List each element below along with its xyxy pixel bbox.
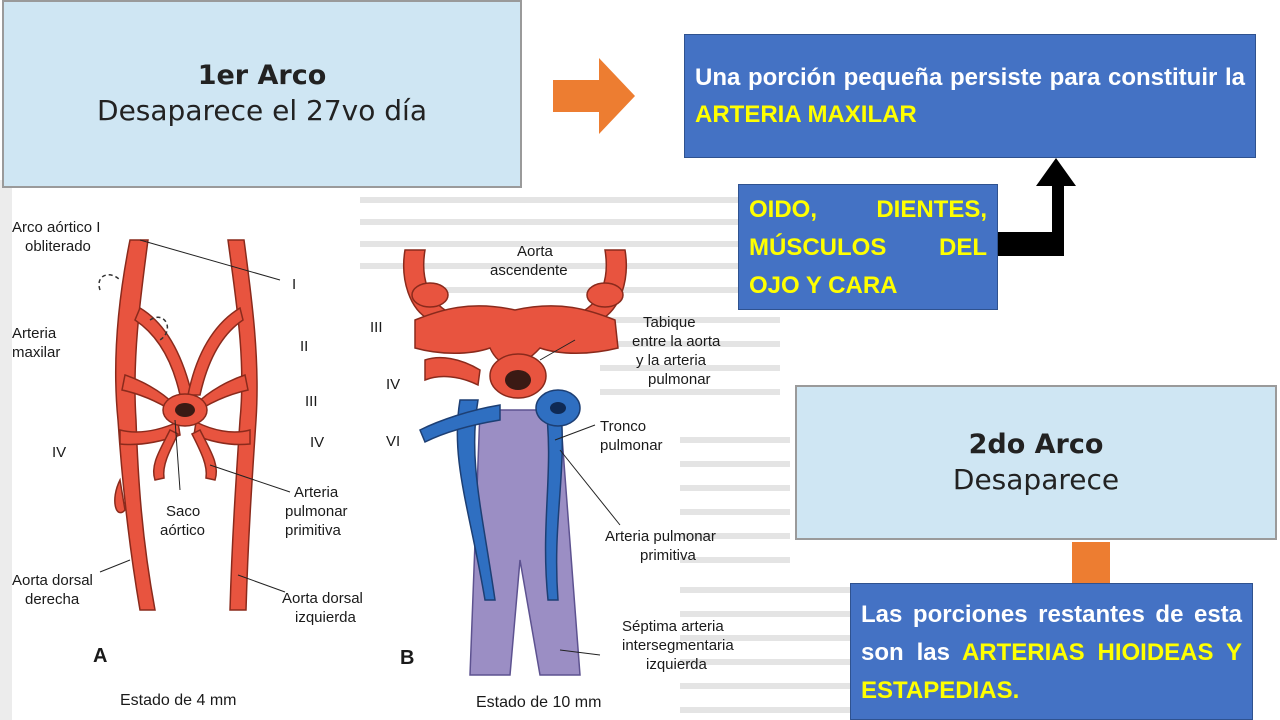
info-top-text: Una porción pequeña persiste para consti… (695, 64, 1245, 91)
right-arrow-icon (553, 58, 635, 134)
panel-a-arteries (114, 239, 258, 611)
label-obliterado: obliterado (25, 238, 91, 255)
box-primer-arco-subtitle: Desaparece el 27vo día (97, 94, 427, 127)
panel-label-a: A (93, 645, 108, 667)
orange-connector (1072, 542, 1110, 584)
label-tabique-1: Tabique (643, 314, 696, 331)
label-maxilar: maxilar (12, 344, 61, 361)
label-arco-aortico: Arco aórtico I (12, 219, 101, 236)
label-saco: Saco (166, 503, 201, 520)
info-box-oido-dientes: OIDO, DIENTES, MÚSCULOS DEL OJO Y CARA (738, 184, 998, 310)
info-bottom-text: Las porciones restantes de esta son las (861, 601, 1242, 666)
box-segundo-arco: 2do Arco Desaparece (795, 385, 1277, 540)
box-segundo-arco-subtitle: Desaparece (952, 462, 1120, 496)
panel-b-vessels (419, 389, 581, 676)
box-segundo-arco-title: 2do Arco (968, 428, 1104, 460)
label-septima-3: izquierda (646, 656, 707, 673)
label-aorta-dorsal-derecha-1: Aorta dorsal (12, 572, 93, 589)
label-tabique-4: pulmonar (648, 371, 711, 388)
label-arch-i: I (292, 276, 297, 293)
box-primer-arco-title: 1er Arco (197, 60, 327, 91)
label-arteria-pulmonar-primitiva-1: Arteria pulmonar (605, 528, 716, 545)
info-box-arteria-maxilar: Una porción pequeña persiste para consti… (684, 34, 1256, 158)
label-aorta-dorsal-izquierda-2: izquierda (295, 609, 356, 626)
label-arch-iii: III (305, 393, 318, 410)
label-ascendente: ascendente (490, 262, 568, 279)
label-arteria-pulmonar-primitiva-2: primitiva (640, 547, 696, 564)
label-aorta: Aorta (517, 243, 553, 260)
label-aorta-dorsal-derecha-2: derecha (25, 591, 80, 608)
info-bottom-highlight: ARTERIAS HIOIDEAS Y ESTAPEDIAS. (861, 639, 1242, 704)
caption-estado-4mm: Estado de 4 mm (120, 692, 237, 709)
info-top-highlight: ARTERIA MAXILAR (695, 101, 917, 128)
label-septima-2: intersegmentaria (622, 637, 734, 654)
label-arch-iv-right: IV (310, 434, 325, 451)
caption-estado-10mm: Estado de 10 mm (476, 694, 602, 711)
label-arteria: Arteria (12, 325, 57, 342)
label-arteria-pulm: Arteria (294, 484, 339, 501)
label-tabique-3: y la arteria (636, 352, 707, 369)
label-arch-iv-left: IV (52, 444, 67, 461)
label-primitiva: primitiva (285, 522, 341, 539)
label-septima-1: Séptima arteria (622, 618, 724, 635)
box-primer-arco: 1er Arco Desaparece el 27vo día (2, 0, 522, 188)
label-arch-ii: II (300, 338, 309, 355)
panel-label-b: B (400, 647, 415, 669)
label-arch-iii-b: III (370, 319, 383, 336)
aortic-arches-figure (98, 239, 627, 676)
label-arch-vi: VI (386, 433, 401, 450)
label-aorta-dorsal-izquierda-1: Aorta dorsal (282, 590, 363, 607)
elbow-up-arrow-icon (996, 158, 1076, 256)
info-box-arterias-hioideas: Las porciones restantes de esta son las … (850, 583, 1253, 720)
label-arch-iv-b: IV (386, 376, 401, 393)
label-aortico: aórtico (160, 522, 206, 539)
label-tabique-2: entre la aorta (632, 333, 721, 350)
label-tronco: Tronco (600, 418, 647, 435)
label-pulmonar: pulmonar (285, 503, 348, 520)
label-tronco-pulmonar: pulmonar (600, 437, 663, 454)
info-mid-text: OIDO, DIENTES, MÚSCULOS DEL OJO Y CARA (749, 196, 987, 299)
